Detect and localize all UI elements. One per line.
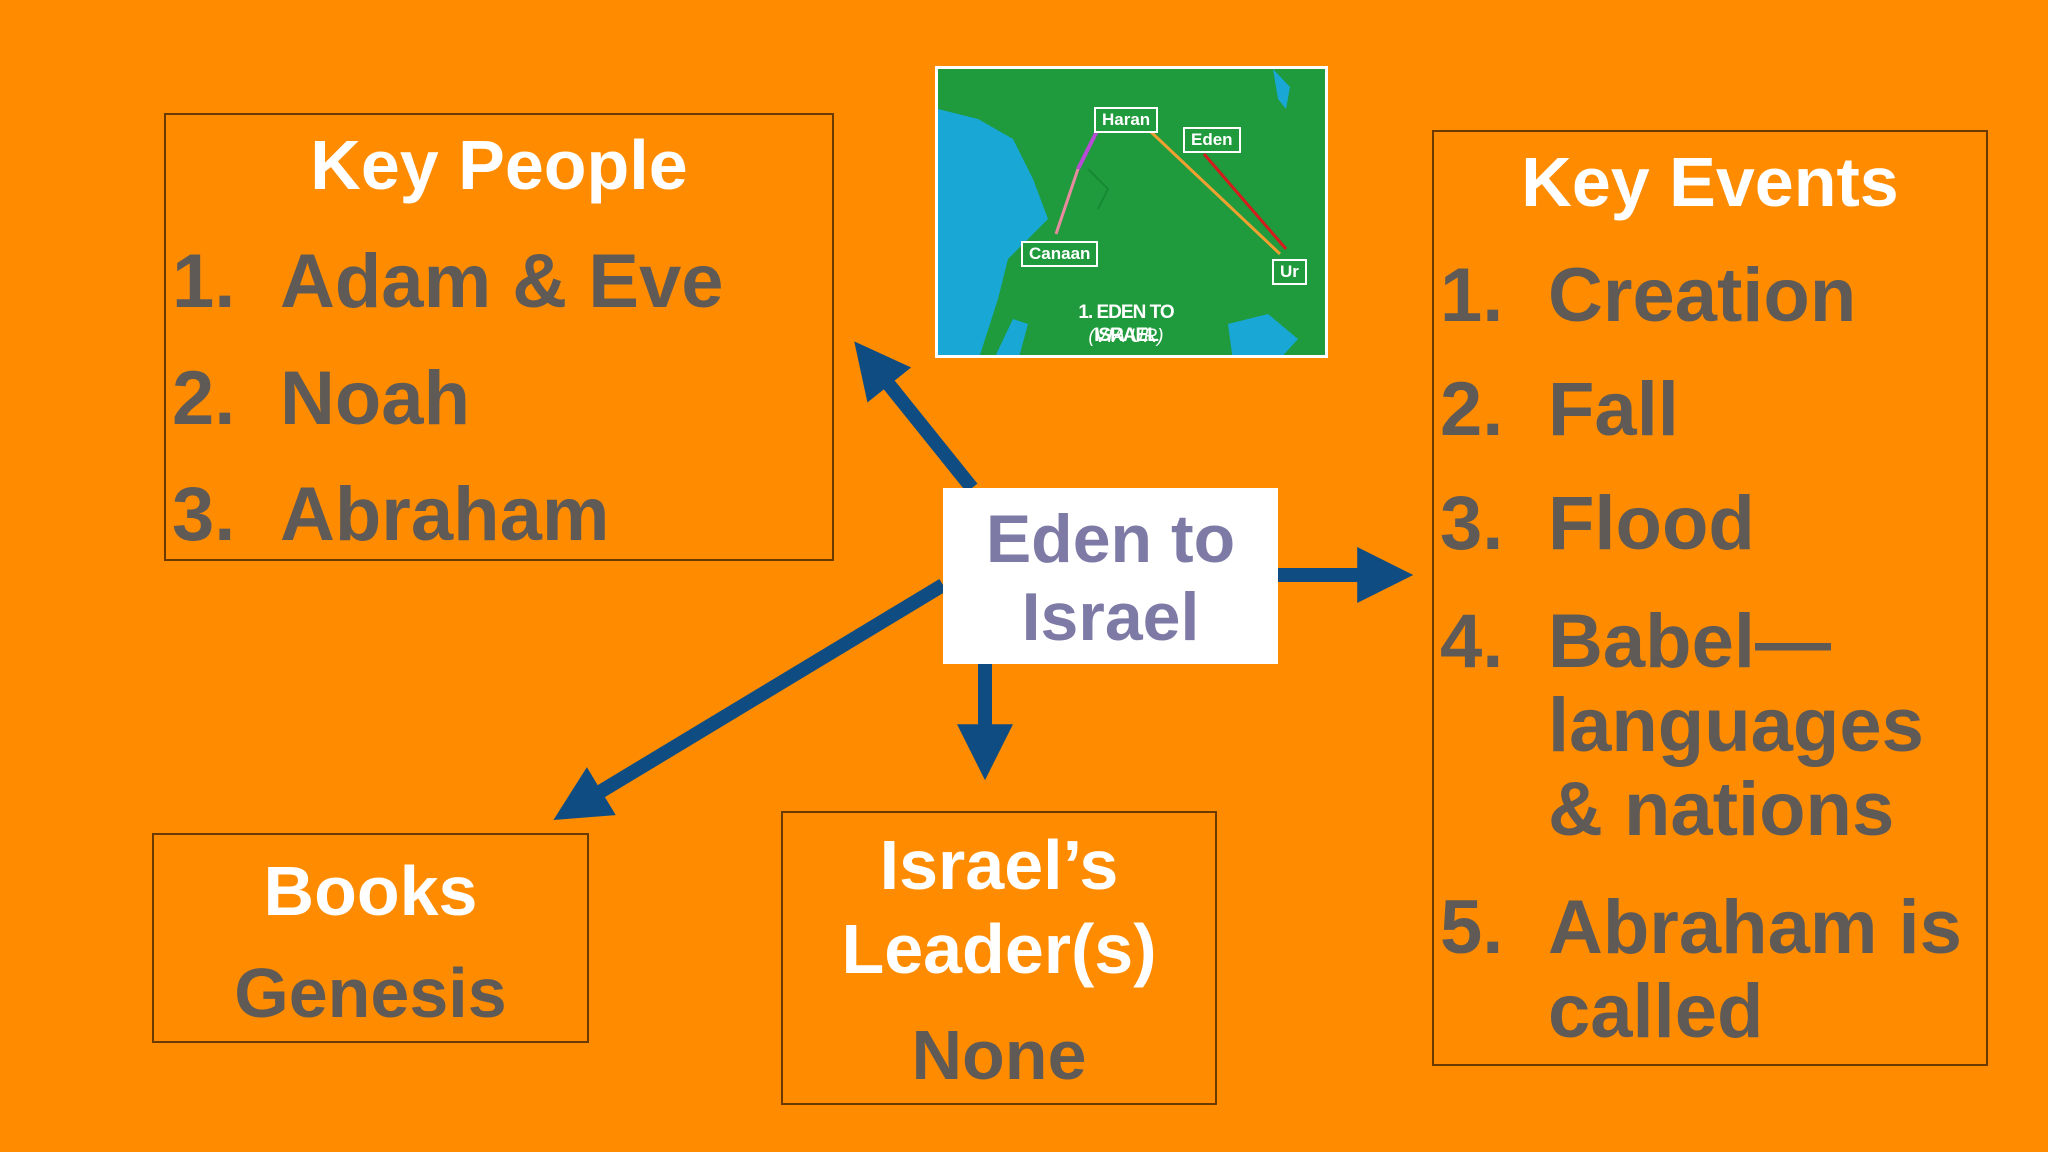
key-events-item: 1. Creation bbox=[1440, 254, 1980, 338]
center-topic-line2: Israel bbox=[1021, 579, 1200, 655]
key-people-box: Key People 1. Adam & Eve 2. Noah 3. Abra… bbox=[164, 113, 834, 561]
map-label-eden: Eden bbox=[1183, 127, 1241, 153]
item-number: 4. bbox=[1440, 599, 1504, 684]
map-caption-title: 1. EDEN TO ISRAEL bbox=[1078, 302, 1174, 346]
leaders-value: None bbox=[911, 1016, 1087, 1094]
leaders-title-line2: Leader(s) bbox=[841, 910, 1157, 988]
item-number: 3. bbox=[1440, 481, 1504, 566]
item-text: Creation bbox=[1548, 253, 1857, 338]
item-number: 2. bbox=[1440, 367, 1504, 452]
key-events-item: 5. Abraham is called bbox=[1440, 886, 1980, 1056]
key-events-box: Key Events 1. Creation 2. Fall 3. Flood … bbox=[1432, 130, 1988, 1066]
key-events-title: Key Events bbox=[1521, 143, 1899, 221]
route-haran-segment bbox=[1076, 128, 1100, 170]
item-text: Abraham bbox=[280, 472, 610, 557]
center-topic-box: Eden to Israel bbox=[943, 488, 1278, 664]
center-topic-line1: Eden to bbox=[985, 501, 1236, 577]
arrow-to-key-people bbox=[854, 341, 978, 493]
item-number: 1. bbox=[172, 239, 236, 324]
key-events-item: 3. Flood bbox=[1440, 482, 1980, 566]
item-text: Abraham is bbox=[1548, 885, 1962, 970]
key-people-item: 3. Abraham bbox=[172, 473, 822, 557]
map-caption-subtitle: (VIA UR) bbox=[1088, 326, 1164, 347]
map-label-haran: Haran bbox=[1094, 107, 1159, 133]
key-events-item: 2. Fall bbox=[1440, 368, 1980, 452]
item-number: 3. bbox=[172, 472, 236, 557]
books-box: Books Genesis bbox=[152, 833, 589, 1043]
item-number: 5. bbox=[1440, 885, 1504, 970]
item-text: languages bbox=[1548, 683, 1924, 768]
item-text: Noah bbox=[280, 356, 470, 441]
item-text: Babel— bbox=[1548, 599, 1831, 684]
map-label-ur: Ur bbox=[1272, 259, 1307, 285]
key-events-item: 4. Babel— languages & nations bbox=[1440, 599, 1980, 852]
leaders-box: Israel’s Leader(s) None bbox=[781, 811, 1217, 1105]
item-number: 1. bbox=[1440, 253, 1504, 338]
item-text: Adam & Eve bbox=[280, 239, 724, 324]
route-eden-ur bbox=[1202, 153, 1288, 250]
leaders-title-line1: Israel’s bbox=[879, 826, 1119, 904]
books-value: Genesis bbox=[234, 954, 507, 1032]
map-label-canaan: Canaan bbox=[1021, 241, 1099, 267]
route-haran-canaan bbox=[1054, 168, 1080, 235]
map-eden-to-israel: Haran Eden Canaan Ur 1. EDEN TO ISRAEL (… bbox=[935, 66, 1328, 358]
item-number: 2. bbox=[172, 356, 236, 441]
books-title: Books bbox=[263, 852, 478, 930]
key-people-item: 1. Adam & Eve bbox=[172, 240, 822, 324]
arrow-to-books bbox=[553, 579, 947, 821]
item-text: called bbox=[1548, 969, 1764, 1054]
item-text: Fall bbox=[1548, 367, 1679, 452]
item-text: Flood bbox=[1548, 481, 1755, 566]
key-people-item: 2. Noah bbox=[172, 357, 822, 441]
route-ur-haran bbox=[1148, 129, 1282, 256]
key-people-title: Key People bbox=[310, 126, 688, 204]
item-text: & nations bbox=[1548, 767, 1895, 852]
